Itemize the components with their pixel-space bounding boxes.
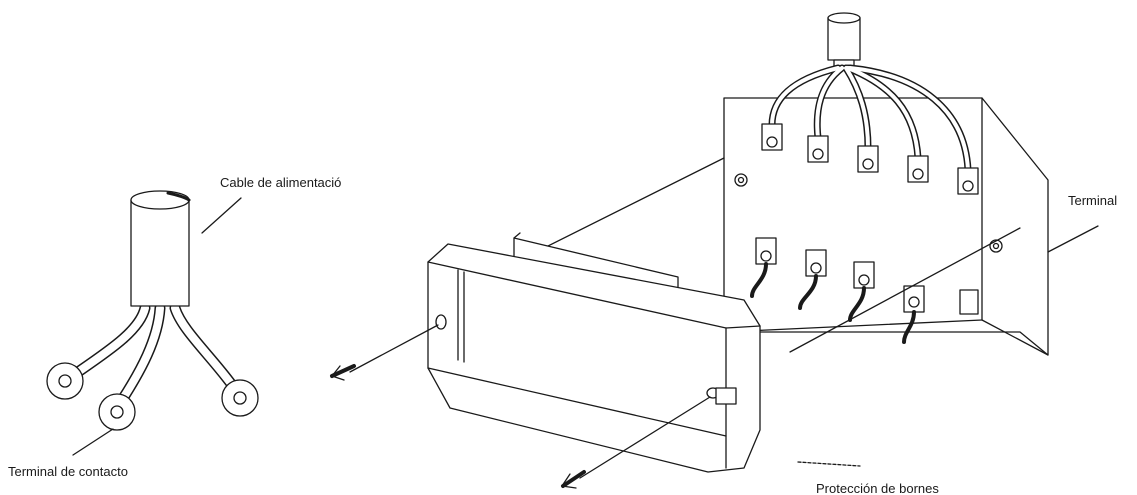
terminal-leader: [1047, 225, 1099, 253]
contact-terminal-leader: [72, 428, 114, 456]
terminal-board: [723, 12, 1049, 356]
power-cable-leader: [201, 197, 242, 234]
ring-terminal-2: [98, 393, 136, 431]
terminal-cover-leader: [797, 461, 861, 467]
ring-terminal-3: [221, 379, 259, 417]
terminal-label: Terminal: [1068, 193, 1118, 208]
screw-arrow-left: [330, 324, 439, 381]
screw-arrow-right: [561, 396, 711, 489]
terminal-cover: [427, 232, 761, 473]
ring-terminal-1: [46, 362, 84, 400]
lower-terminals: [750, 237, 979, 344]
upper-terminals: [761, 123, 979, 195]
contact-terminal-label: Terminal de contacto: [8, 464, 128, 479]
cable-sheath: [130, 199, 190, 307]
terminal-cover-label: Protección de bornes: [816, 481, 939, 495]
cable-wires: [72, 302, 238, 406]
power-cable-label: Cable de alimentació: [220, 175, 342, 190]
power-cable-illustration: [46, 190, 259, 431]
